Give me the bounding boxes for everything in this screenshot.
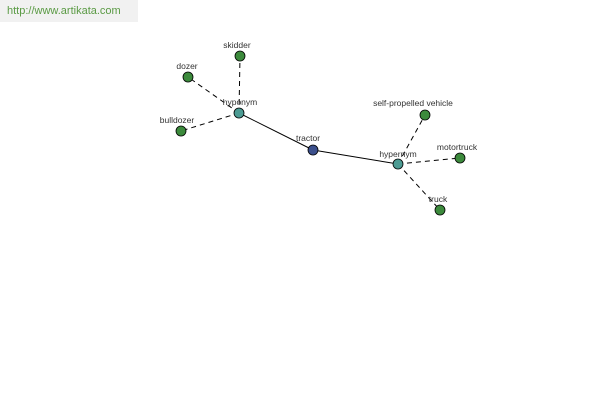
edge-hyponym-skidder [238,55,241,114]
node-skidder[interactable] [234,50,246,62]
edge-tractor-hyponym [238,112,314,151]
edge-hyponym-dozer [187,76,240,114]
edge-hyponym-bulldozer [180,112,240,132]
site-link[interactable]: http://www.artikata.com [0,0,138,22]
label-bulldozer: bulldozer [160,115,195,125]
node-center[interactable] [307,144,319,156]
label-hyponym: hyponym [223,97,258,107]
node-truck[interactable] [434,204,446,216]
node-dozer[interactable] [182,71,194,83]
label-dozer: dozer [176,61,197,71]
node-motortruck[interactable] [454,152,466,164]
node-self-propelled-vehicle[interactable] [419,109,431,121]
label-skidder: skidder [223,40,251,50]
edge-hypernym-truck [397,163,441,211]
label-center: tractor [296,133,320,143]
edge-hypernym-motortruck [397,157,461,165]
label-truck: truck [429,194,448,204]
node-bulldozer[interactable] [175,125,187,137]
edge-tractor-hypernym [312,149,399,165]
label-self-propelled-vehicle: self-propelled vehicle [373,98,453,108]
label-hypernym: hypernym [379,149,416,159]
edge-hypernym-self-propelled-vehicle [397,114,426,165]
label-motortruck: motortruck [437,142,478,152]
node-hypernym[interactable] [392,158,404,170]
node-hyponym[interactable] [233,107,245,119]
